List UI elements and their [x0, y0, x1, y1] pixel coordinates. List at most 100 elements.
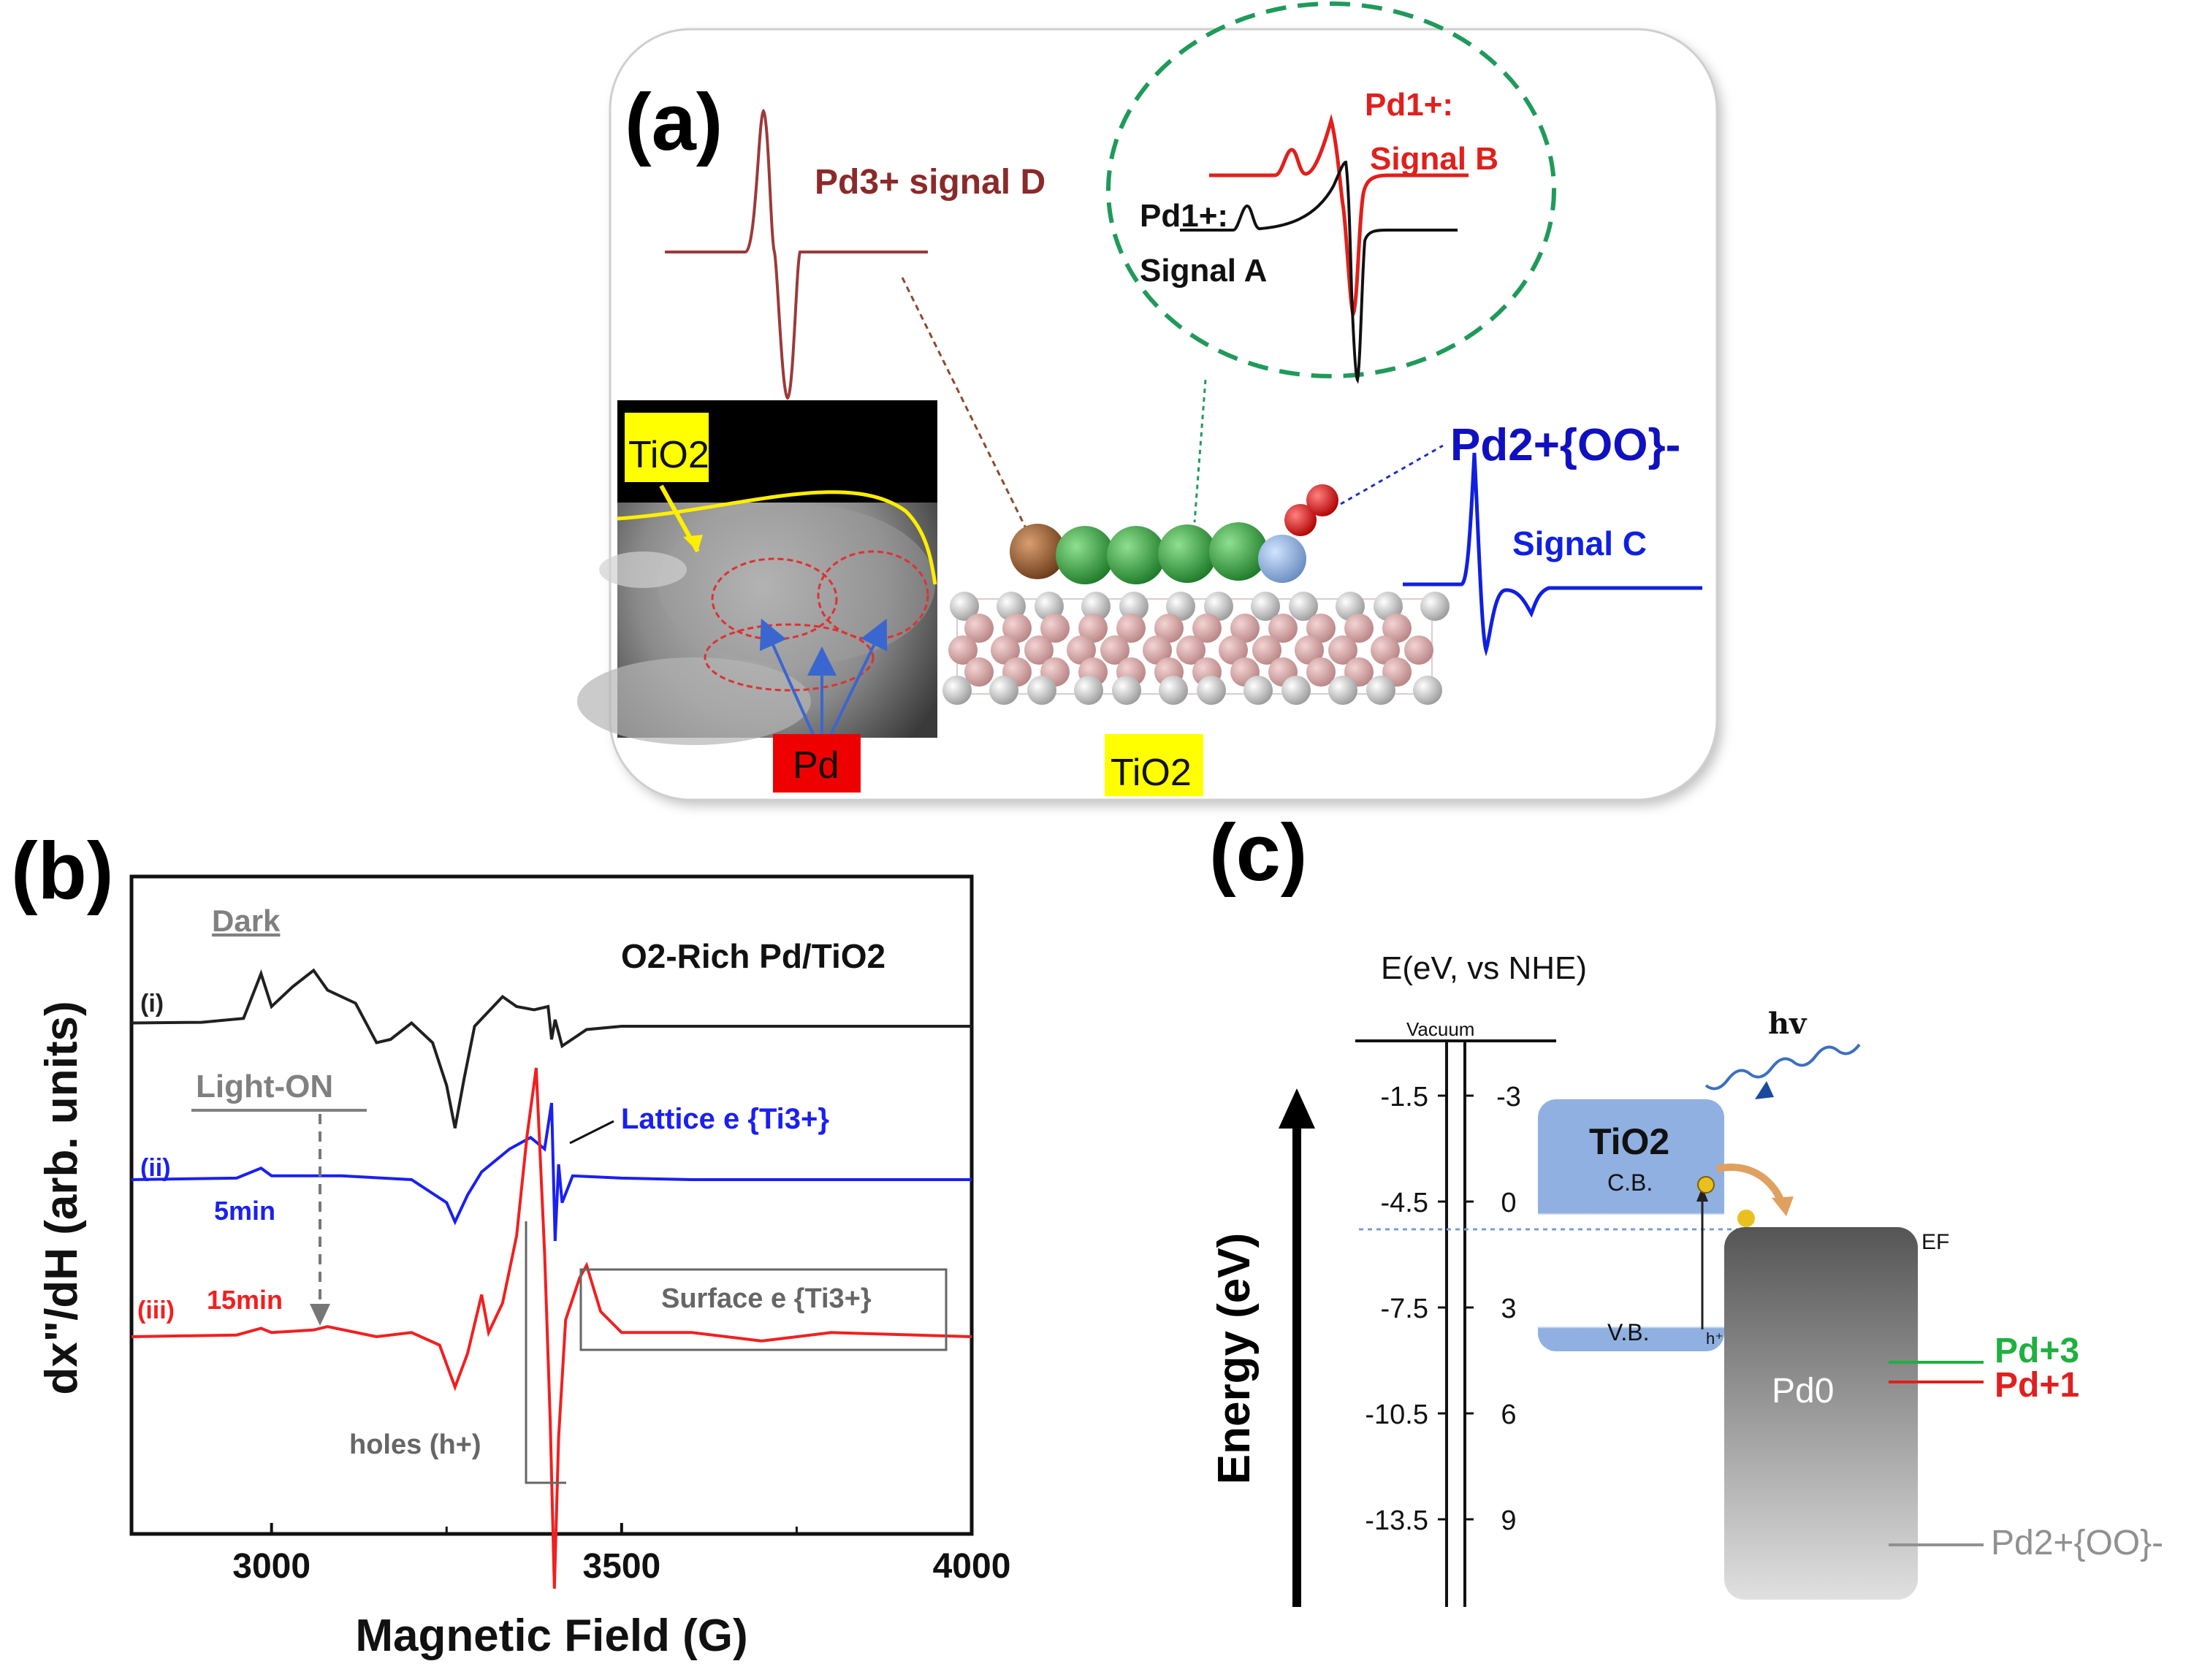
surface-box: [579, 1268, 948, 1351]
light-on-label: Light-ON: [196, 1069, 333, 1104]
lattice-atom: [1176, 635, 1205, 665]
series-line-1: [131, 968, 972, 1129]
tio2-inset-label: TiO2: [628, 434, 709, 476]
pd0-block: [1724, 1227, 1918, 1600]
electron-dot-2: [1737, 1210, 1755, 1227]
lattice-atom: [1040, 614, 1070, 643]
right-tick-label-1: 0: [1501, 1188, 1516, 1218]
cb-label: C.B.: [1607, 1169, 1653, 1196]
tio2-lattice: [942, 592, 1450, 705]
holes-bracket: [525, 1221, 566, 1484]
left-tick-label-0: -1.5: [1381, 1082, 1428, 1112]
lattice-atom: [997, 592, 1026, 621]
lattice-atom: [1024, 635, 1054, 665]
right-tick-label-0: -3: [1496, 1082, 1521, 1112]
right-tick-label-4: 9: [1501, 1505, 1516, 1536]
x-tick-label-2: 4000: [933, 1547, 1011, 1586]
lattice-atom: [989, 676, 1018, 705]
series-group: [131, 968, 972, 1589]
oxygen-atom-1: [1284, 504, 1317, 536]
tio2-bottom-box: [1105, 734, 1203, 796]
lattice-atom: [1243, 676, 1273, 705]
lattice-atom: [1328, 635, 1357, 665]
lattice-atom: [1035, 592, 1064, 621]
lattice-atom: [1382, 614, 1412, 643]
vacuum-label: Vacuum: [1406, 1018, 1474, 1040]
pd2-oo-label: Pd2+{OO}-: [1450, 420, 1680, 470]
signal-a-label: Signal A: [1140, 253, 1267, 289]
x-axis-label: Magnetic Field (G): [355, 1611, 747, 1661]
panel-a: (a) Pd3+ signal D Pd1+: Signal B Pd1+: S…: [577, 1, 1722, 806]
signal-c-trace: [1403, 452, 1702, 657]
hv-label: hv: [1768, 1007, 1808, 1041]
lattice-atom: [1374, 592, 1403, 621]
pd1-b-label: Pd1+:: [1365, 87, 1453, 123]
lattice-atom: [1119, 592, 1149, 621]
tio2-label: TiO2: [1589, 1121, 1669, 1162]
right-tick-label-2: 3: [1501, 1294, 1516, 1324]
hole-mark: h⁺: [1706, 1329, 1723, 1348]
panel-c-label: (c): [1209, 808, 1307, 898]
lattice-atom: [1100, 635, 1130, 665]
lattice-atom: [1204, 592, 1233, 621]
panel-a-label: (a): [625, 77, 723, 167]
panel-b-label: (b): [11, 826, 113, 916]
lattice-atom: [1219, 635, 1248, 665]
photon-wave: [1704, 1043, 1861, 1091]
trace-ii-label: (ii): [140, 1154, 171, 1182]
lattice-atom: [1166, 592, 1195, 621]
lattice-atom: [942, 676, 972, 705]
left-tick-label-4: -13.5: [1365, 1505, 1428, 1536]
pd1-atom-1: [1056, 526, 1114, 584]
lattice-atom: [1328, 676, 1357, 705]
lattice-atom: [1306, 657, 1336, 687]
lattice-atom: [1295, 635, 1324, 665]
trace-i-label: (i): [140, 990, 164, 1017]
lattice-atom: [1116, 614, 1146, 643]
time-5min-label: 5min: [214, 1196, 275, 1226]
tio2-band: [1538, 1099, 1724, 1351]
pd0-label: Pd0: [1772, 1372, 1834, 1410]
lattice-atom: [1344, 614, 1374, 643]
right-tick-label-3: 6: [1501, 1400, 1516, 1430]
lattice-atom: [1074, 676, 1103, 705]
pd3-signal-d-label: Pd3+ signal D: [815, 163, 1045, 202]
dark-label: Dark: [212, 904, 281, 938]
energy-label: Energy (eV): [1209, 1233, 1260, 1485]
lattice-atom: [1371, 635, 1400, 665]
lattice-atom: [1420, 592, 1450, 621]
energy-arrow-head: [1279, 1088, 1315, 1129]
pd1-atom-4: [1209, 522, 1268, 581]
lattice-atom: [1027, 676, 1056, 705]
lattice-atom: [1281, 676, 1311, 705]
lattice-atom: [1366, 676, 1395, 705]
lattice-atom: [948, 635, 978, 665]
lattice-atom: [964, 614, 994, 643]
pd1-atom-3: [1158, 524, 1216, 583]
left-tick-label-2: -7.5: [1381, 1294, 1428, 1324]
lattice-atom: [1078, 614, 1108, 643]
signal-c-label: Signal C: [1512, 524, 1647, 562]
lattice-atom: [1306, 614, 1336, 643]
series-line-3: [131, 1067, 972, 1589]
lattice-atom: [1336, 592, 1365, 621]
pd3-level-label: Pd+3: [1995, 1332, 2079, 1370]
lattice-atom: [1143, 635, 1172, 665]
pd1-level-label: Pd+1: [1995, 1366, 2079, 1405]
left-tick-label-1: -4.5: [1381, 1188, 1428, 1218]
left-tick-label-3: -10.5: [1365, 1400, 1428, 1430]
pd3-atom: [1010, 524, 1065, 579]
lattice-atom: [1002, 614, 1032, 643]
electron-dot: [1697, 1176, 1715, 1194]
pd1-a-label: Pd1+:: [1140, 198, 1228, 234]
lattice-atom: [1404, 635, 1433, 665]
lattice-atom: [1067, 635, 1096, 665]
lattice-atom: [1251, 592, 1280, 621]
pd2-leader: [1340, 444, 1444, 505]
oxygen-atom-2: [1306, 484, 1338, 516]
y-axis-label: dx"/dH (arb. units): [37, 1001, 87, 1394]
pd-box-label: Pd: [793, 744, 839, 787]
holes-label: holes (h+): [349, 1429, 481, 1460]
lattice-atom: [964, 657, 994, 687]
